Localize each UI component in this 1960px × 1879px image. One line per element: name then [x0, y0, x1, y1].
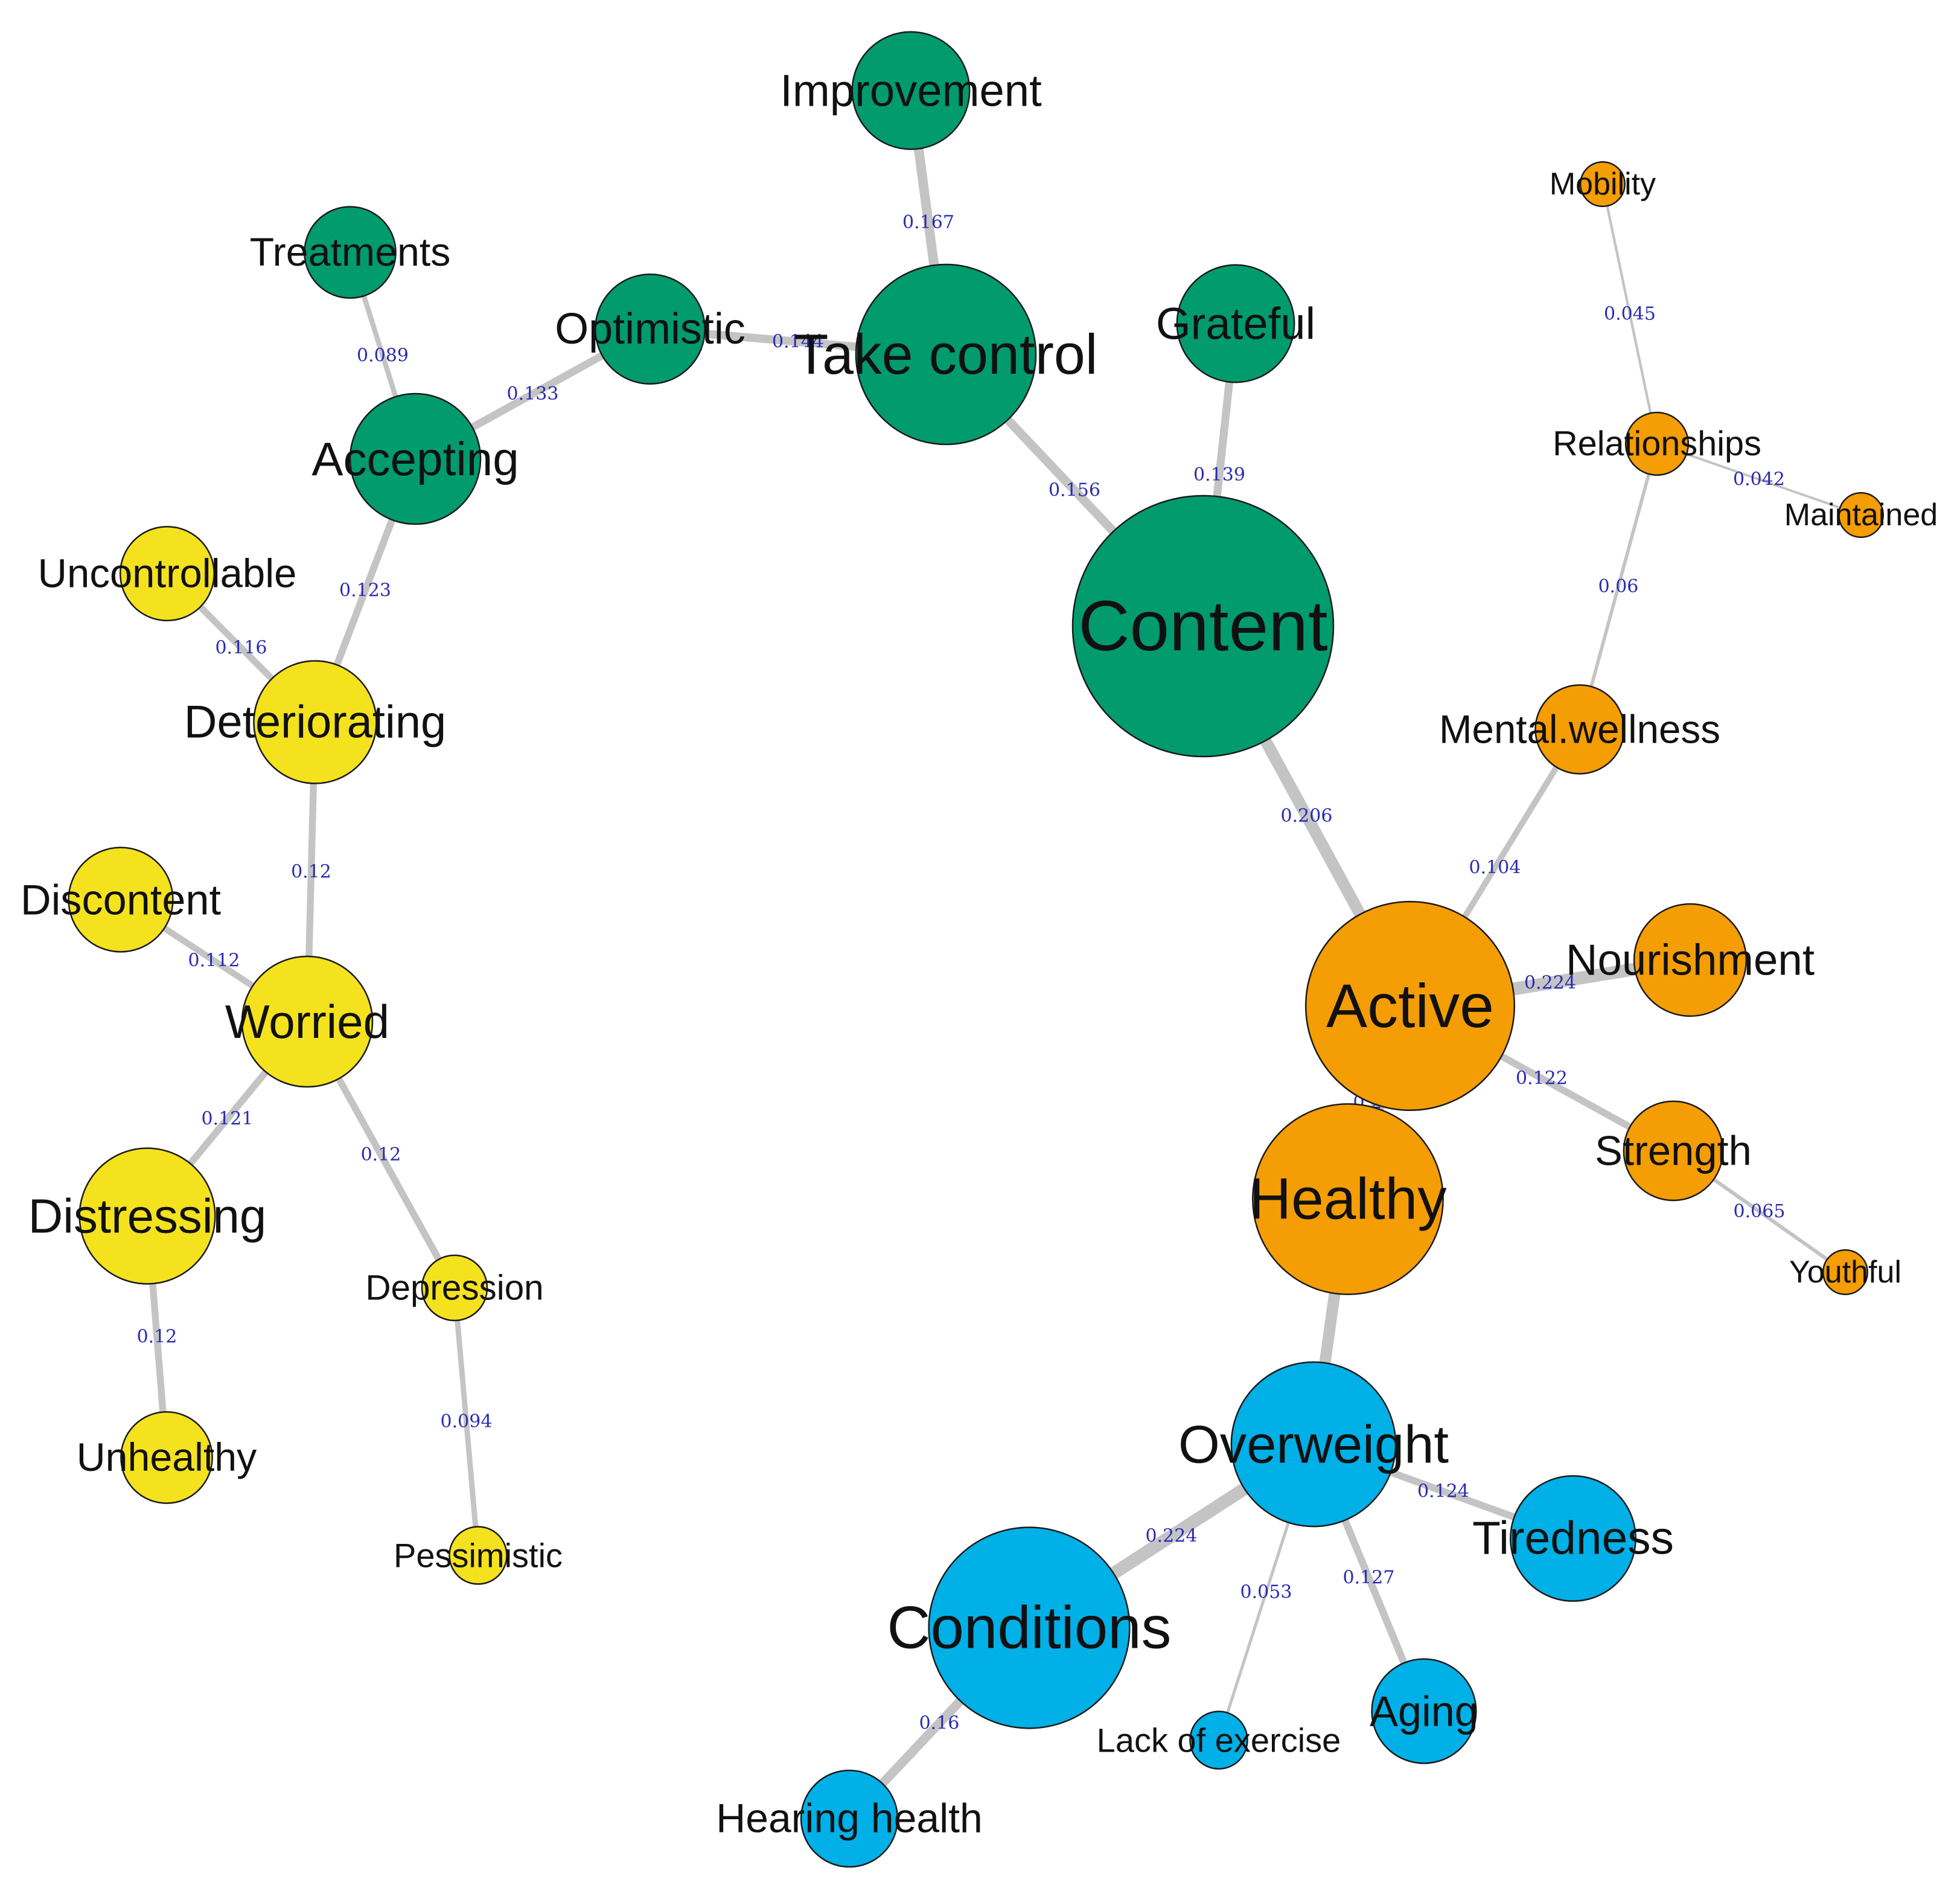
node-maintained[interactable]: [1838, 492, 1884, 538]
edge-weight-label: 0.042: [1733, 469, 1785, 490]
node-label-discontent: Discontent: [21, 876, 222, 924]
edge-depression-pessimistic: [452, 1285, 481, 1558]
node-take-control[interactable]: [855, 263, 1037, 446]
node-depression[interactable]: [421, 1254, 488, 1322]
edge-weight-label: 0.12: [291, 862, 331, 883]
nodes-layer: [68, 31, 1884, 1868]
edge-weight-label: 0.16: [919, 1713, 960, 1734]
node-youthful[interactable]: [1822, 1249, 1868, 1295]
node-accepting[interactable]: [349, 392, 482, 525]
node-worried[interactable]: [241, 955, 374, 1088]
node-active[interactable]: [1304, 900, 1516, 1112]
edge-weight-label: 0.123: [339, 580, 391, 601]
node-label-active: Active: [1326, 972, 1494, 1040]
edge-weight-label: 0.139: [1193, 464, 1245, 485]
node-healthy[interactable]: [1252, 1103, 1444, 1295]
node-mobility[interactable]: [1580, 161, 1626, 207]
node-label-youthful: Youthful: [1789, 1255, 1901, 1290]
node-label-nourishment: Nourishment: [1566, 936, 1815, 985]
node-label-worried: Worried: [225, 995, 389, 1048]
edge-weight-label: 0.045: [1604, 304, 1656, 325]
node-nourishment[interactable]: [1633, 903, 1748, 1017]
node-improvement[interactable]: [851, 31, 971, 150]
edge-weight-label: 0.116: [215, 638, 267, 659]
edge-weight-label: 0.112: [188, 950, 240, 972]
edge-weights-layer: 0.167 0.089 0.133 0.144 0.156 0.139 0.206 0.123…: [137, 212, 1786, 1734]
edge-weight-label: 0.124: [1417, 1481, 1469, 1502]
node-label-hearing-health: Hearing health: [716, 1796, 983, 1842]
node-optimistic[interactable]: [595, 274, 706, 385]
node-label-distressing: Distressing: [28, 1189, 267, 1243]
node-label-grateful: Grateful: [1156, 299, 1315, 349]
node-label-strength: Strength: [1595, 1128, 1752, 1174]
node-label-overweight: Overweight: [1178, 1415, 1449, 1474]
node-lack-of-exercise[interactable]: [1189, 1711, 1248, 1770]
node-label-improvement: Improvement: [780, 66, 1042, 116]
node-label-unhealthy: Unhealthy: [77, 1435, 257, 1480]
node-deteriorating[interactable]: [253, 660, 377, 784]
node-discontent[interactable]: [68, 847, 174, 953]
node-pessimistic[interactable]: [449, 1526, 508, 1585]
node-strength[interactable]: [1623, 1100, 1724, 1202]
node-content[interactable]: [1071, 495, 1335, 758]
node-label-mental-wellness: Mental.wellness: [1439, 708, 1720, 752]
edge-weight-label: 0.065: [1734, 1201, 1786, 1222]
node-label-uncontrollable: Uncontrollable: [38, 551, 297, 597]
node-distressing[interactable]: [78, 1147, 216, 1285]
node-label-deteriorating: Deteriorating: [184, 697, 446, 748]
node-uncontrollable[interactable]: [119, 525, 215, 622]
node-label-pessimistic: Pessimistic: [394, 1537, 563, 1575]
node-hearing-health[interactable]: [800, 1769, 899, 1868]
node-label-mobility: Mobility: [1550, 167, 1656, 202]
edge-weight-label: 0.06: [1598, 576, 1639, 597]
node-label-relationships: Relationships: [1553, 424, 1761, 463]
edge-weight-label: 0.156: [1049, 480, 1100, 501]
edge-weight-label: 0.053: [1240, 1582, 1292, 1603]
node-label-content: Content: [1078, 586, 1327, 666]
edge-weight-label: 0.094: [441, 1411, 493, 1432]
edge-weight-label: 0.144: [772, 331, 824, 353]
node-treatments[interactable]: [304, 206, 397, 299]
node-label-lack-of-exercise: Lack of exercise: [1097, 1721, 1341, 1759]
node-label-depression: Depression: [365, 1269, 543, 1308]
edge-weight-label: 0.206: [1281, 805, 1333, 827]
edge-weight-label: 0.12: [137, 1327, 177, 1348]
edge-weight-label: 0.127: [1343, 1567, 1395, 1589]
edge-weight-label: 0.133: [507, 383, 559, 405]
node-conditions[interactable]: [928, 1526, 1131, 1729]
node-label-take-control: Take control: [794, 323, 1097, 386]
node-label-maintained: Maintained: [1784, 498, 1938, 533]
edge-weight-label: 0.12: [361, 1144, 401, 1165]
edge-weight-label: 0.104: [1469, 857, 1521, 879]
edge-weight-label: 0.089: [357, 345, 409, 367]
node-relationships[interactable]: [1624, 411, 1690, 476]
edge-weight-label: 0.167: [902, 212, 954, 233]
edge-weight-label: 0.121: [202, 1109, 254, 1130]
node-tiredness[interactable]: [1510, 1475, 1636, 1602]
node-overweight[interactable]: [1230, 1361, 1397, 1528]
edge-weight-label: 0.122: [1516, 1068, 1568, 1089]
edge-relationships-maintained: [1656, 443, 1862, 516]
edge-mobility-relationships: [1601, 182, 1659, 446]
node-mental-wellness[interactable]: [1534, 684, 1625, 775]
node-label-conditions: Conditions: [887, 1595, 1171, 1662]
node-label-optimistic: Optimistic: [555, 305, 745, 353]
node-aging[interactable]: [1371, 1658, 1477, 1764]
edge-weight-label: 0.224: [1524, 973, 1576, 994]
node-label-aging: Aging: [1370, 1688, 1478, 1735]
edge-relationships-mental_wellness: [1578, 442, 1659, 731]
node-grateful[interactable]: [1176, 264, 1295, 383]
node-label-tiredness: Tiredness: [1472, 1513, 1674, 1564]
edge-weight-label: 0.224: [1146, 1526, 1198, 1547]
node-label-treatments: Treatments: [250, 230, 451, 275]
node-unhealthy[interactable]: [120, 1411, 213, 1504]
node-label-healthy: Healthy: [1249, 1167, 1447, 1232]
node-label-accepting: Accepting: [311, 432, 519, 485]
